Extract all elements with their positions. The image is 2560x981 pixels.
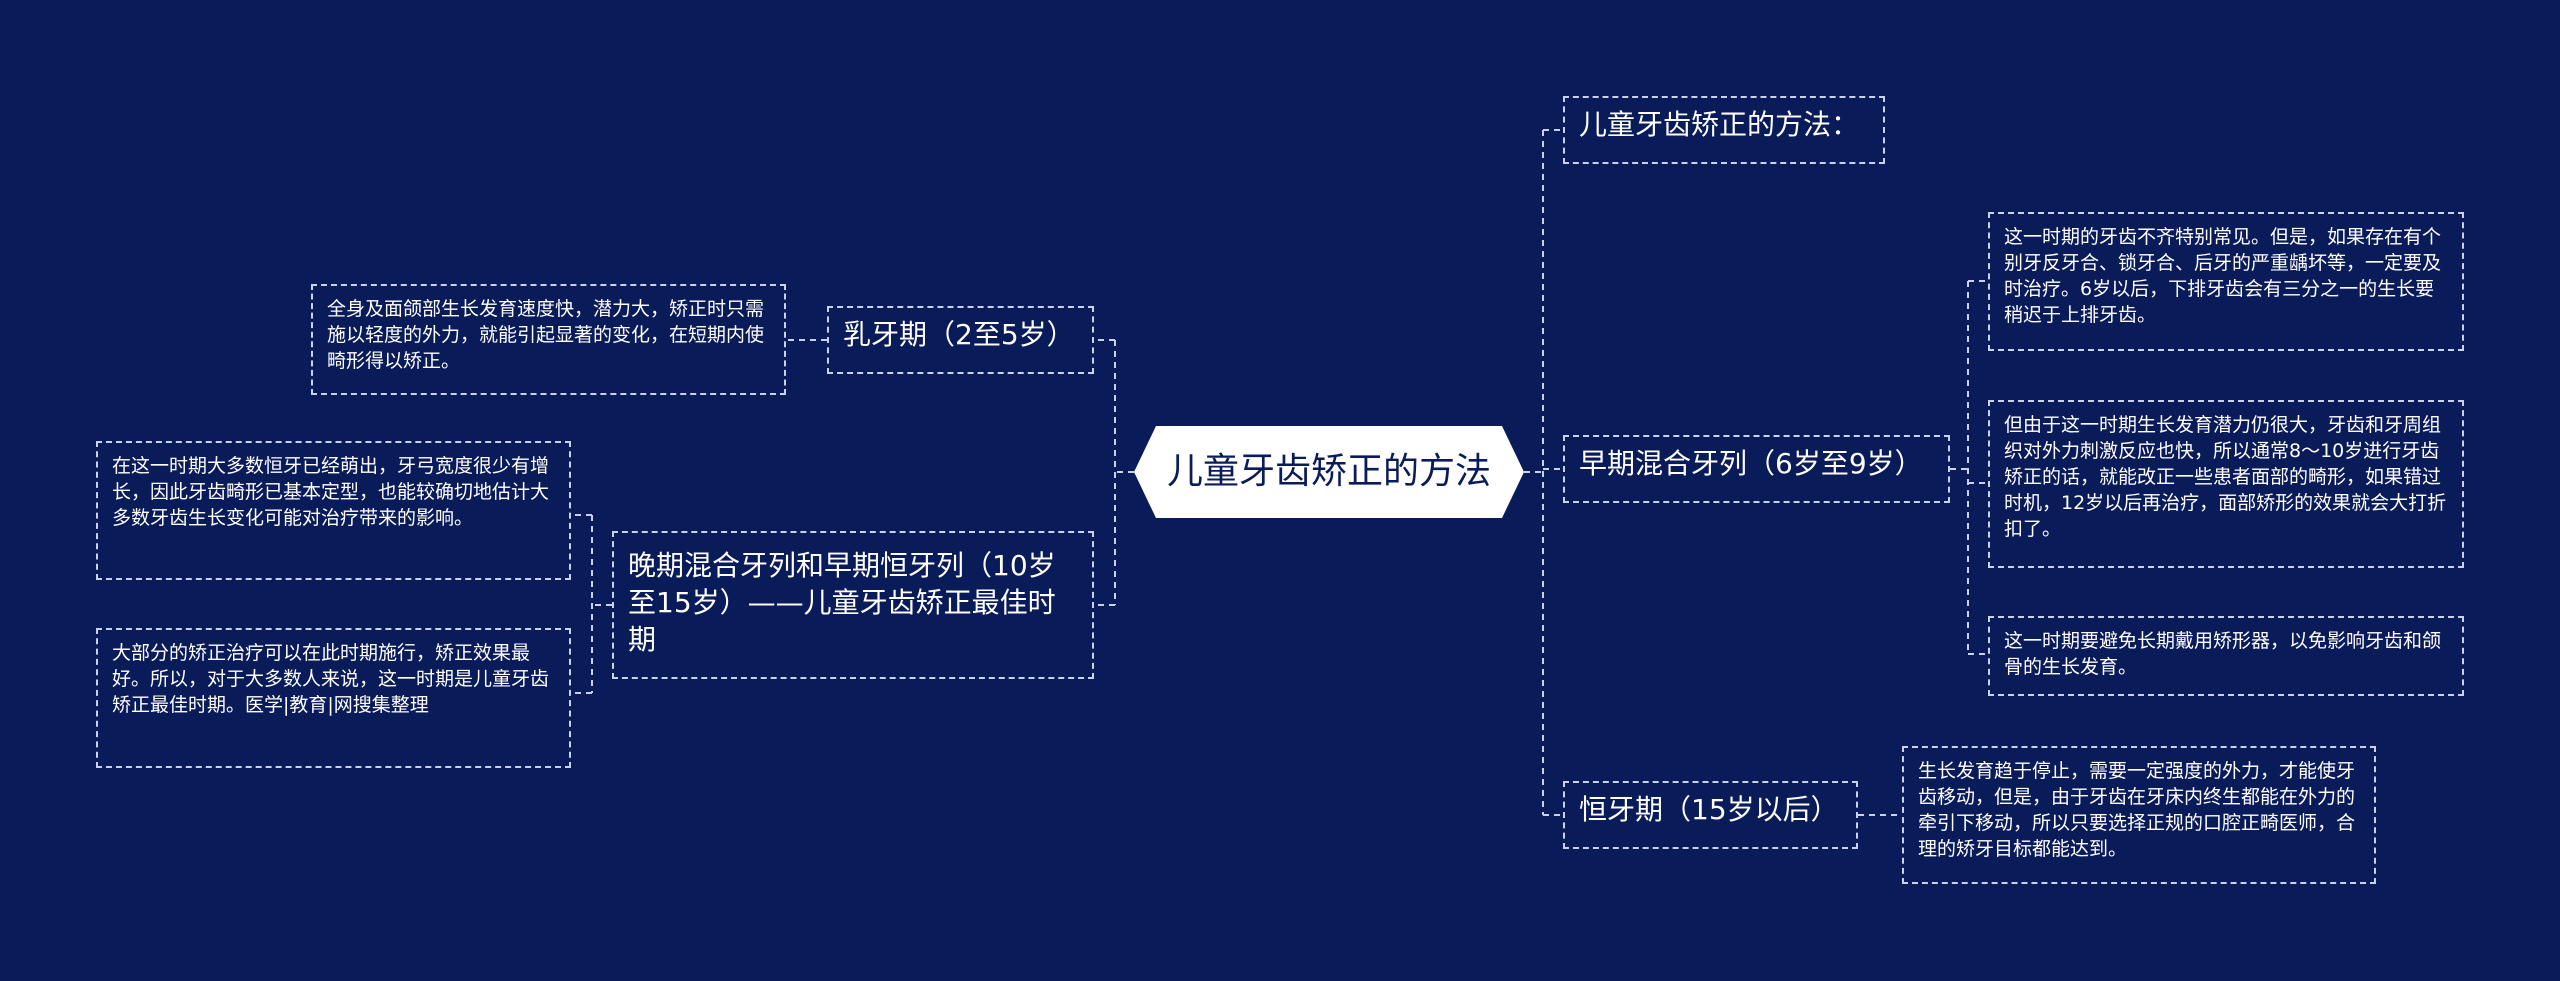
root-node-title: 儿童牙齿矫正的方法 <box>1166 451 1491 492</box>
root-node-shape[interactable] <box>1134 426 1524 518</box>
note-early-mixed-3: 这一时期要避免长期戴用矫形器，以免影响牙齿和颌骨的生长发育。 <box>1988 616 2464 696</box>
topic-early-mixed-dentition[interactable]: 早期混合牙列（6岁至9岁） <box>1563 435 1950 503</box>
note-late-mixed-2: 大部分的矫正治疗可以在此时期施行，矫正效果最好。所以，对于大多数人来说，这一时期… <box>96 628 571 768</box>
note-early-mixed-2: 但由于这一时期生长发育潜力仍很大，牙齿和牙周组织对外力刺激反应也快，所以通常8～… <box>1988 400 2464 568</box>
topic-permanent-dentition[interactable]: 恒牙期（15岁以后） <box>1563 781 1858 849</box>
note-permanent: 生长发育趋于停止，需要一定强度的外力，才能使牙齿移动，但是，由于牙齿在牙床内终生… <box>1902 746 2376 884</box>
note-early-mixed-1: 这一时期的牙齿不齐特别常见。但是，如果存在有个别牙反牙合、锁牙合、后牙的严重龋坏… <box>1988 212 2464 351</box>
note-late-mixed-1: 在这一时期大多数恒牙已经萌出，牙弓宽度很少有增长，因此牙齿畸形已基本定型，也能较… <box>96 441 571 580</box>
topic-heading[interactable]: 儿童牙齿矫正的方法： <box>1563 96 1885 164</box>
topic-late-mixed-dentition[interactable]: 晚期混合牙列和早期恒牙列（10岁至15岁）——儿童牙齿矫正最佳时期 <box>612 531 1094 679</box>
note-deciduous: 全身及面颌部生长发育速度快，潜力大，矫正时只需施以轻度的外力，就能引起显著的变化… <box>311 284 786 395</box>
topic-deciduous-dentition[interactable]: 乳牙期（2至5岁） <box>827 306 1094 374</box>
